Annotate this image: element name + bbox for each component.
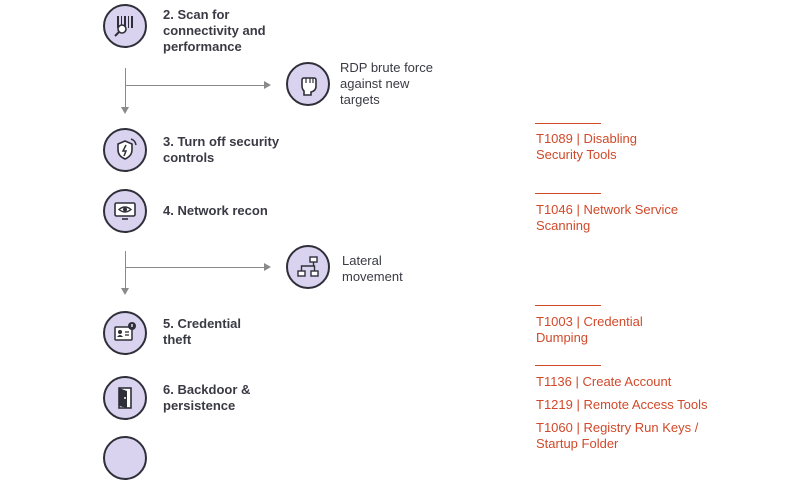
backdoor-step-circle [103,376,147,420]
eye-monitor-icon [114,202,136,220]
shield-off-icon [117,138,137,160]
next-step-circle [103,436,147,480]
technique-t1003: T1003 | Credential Dumping [536,314,643,345]
flow-connector-2 [125,251,126,289]
technique-t1136: T1136 | Create Account [536,374,672,389]
step-credential-label: 5. Credential theft [163,316,242,347]
technique-divider-3 [535,305,601,306]
branch-arrow-2 [264,263,271,271]
technique-divider-2 [535,193,601,194]
branch-connector-2 [125,267,265,268]
flow-arrow-down-1 [121,107,129,114]
branch-lateral-label: Lateral movement [342,253,403,284]
rdp-branch-circle [286,62,330,106]
branch-connector-1 [125,85,265,86]
technique-t1219: T1219 | Remote Access Tools [536,397,708,412]
partial-circle-icon [112,445,138,471]
door-icon [118,387,132,409]
technique-divider-4 [535,365,601,366]
step-backdoor-label: 6. Backdoor & persistence [163,382,251,413]
step-security-label: 3. Turn off security controls [163,134,280,165]
fist-icon [301,77,317,96]
branch-rdp-label: RDP brute force against new targets [340,60,433,107]
flow-arrow-down-2 [121,288,129,295]
step-scan-label: 2. Scan for connectivity and performance [163,7,266,54]
branch-arrow-1 [264,81,271,89]
recon-step-circle [103,189,147,233]
barcode-scan-icon [114,16,133,37]
credential-step-circle [103,311,147,355]
id-card-alert-icon [114,322,136,341]
step-recon-label: 4. Network recon [163,203,268,218]
network-icon [297,256,319,277]
flow-connector-1 [125,68,126,108]
technique-divider-1 [535,123,601,124]
technique-t1060: T1060 | Registry Run Keys / Startup Fold… [536,420,699,451]
scan-step-circle [103,4,147,48]
technique-t1046: T1046 | Network Service Scanning [536,202,679,233]
technique-t1089: T1089 | Disabling Security Tools [536,131,637,162]
security-step-circle [103,128,147,172]
lateral-branch-circle [286,245,330,289]
